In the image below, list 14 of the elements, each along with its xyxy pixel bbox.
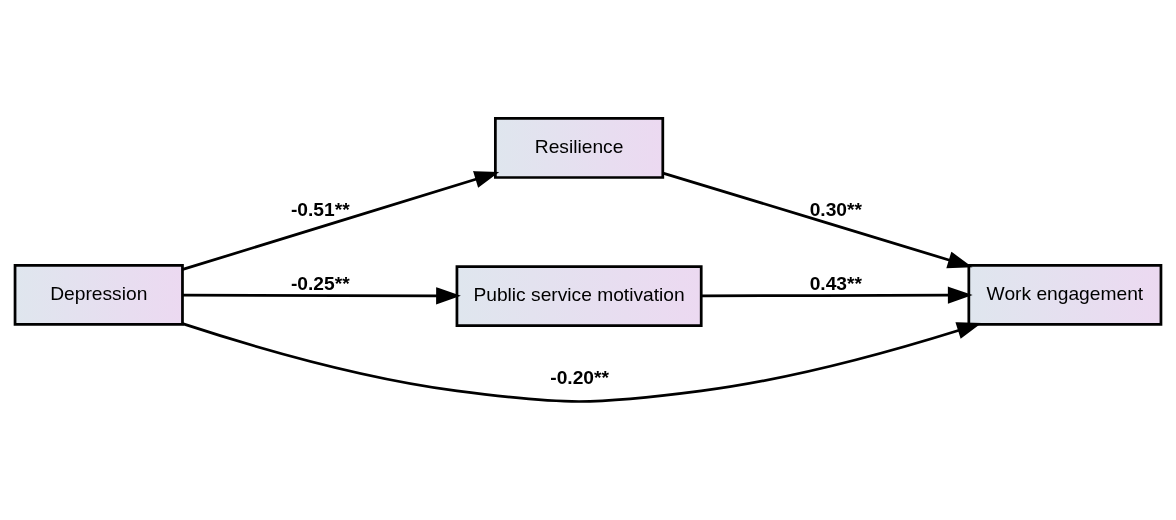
node-box: Depression <box>13 263 184 326</box>
arrow <box>182 322 982 403</box>
node-box: Resilience <box>494 117 665 179</box>
node-box: Public service motivation <box>455 265 703 328</box>
edge-label: 0.30** <box>809 198 862 220</box>
edge-label: -0.51** <box>290 198 350 220</box>
arrow <box>182 287 461 305</box>
node-box: Work engagement <box>967 263 1163 326</box>
arrow <box>182 171 500 271</box>
edge-label: -0.25** <box>290 272 350 294</box>
arrow <box>662 171 973 269</box>
edge-label: 0.43** <box>809 272 862 294</box>
edge-label: -0.20** <box>550 367 609 389</box>
arrow <box>701 286 973 304</box>
